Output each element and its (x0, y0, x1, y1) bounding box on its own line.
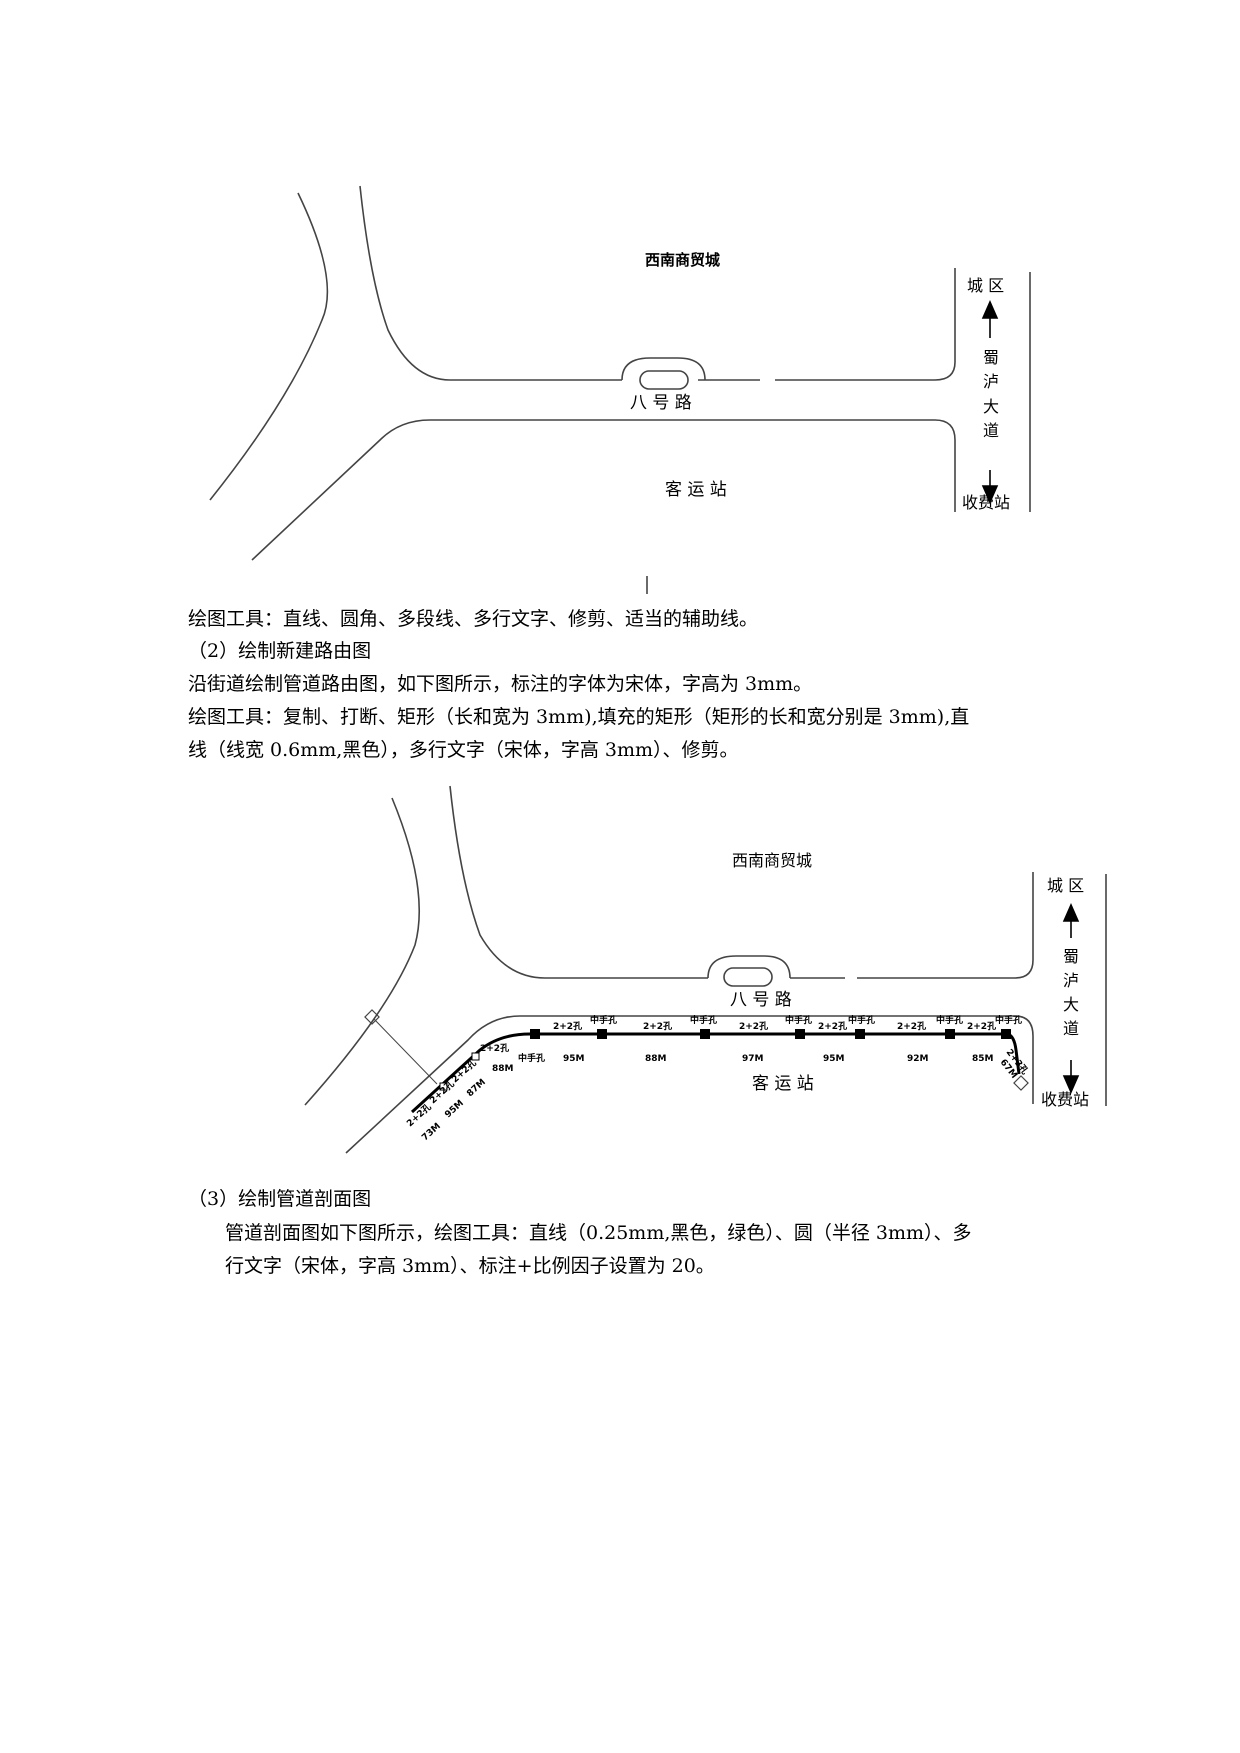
map2-avenue-char: 大 (1063, 995, 1079, 1014)
map1-city-label: 城 区 (967, 276, 1004, 295)
distance-label: 92M (907, 1054, 929, 1064)
section3-description-line2: 行文字（宋体，字高 3mm）、标注+比例因子设置为 20。 (225, 1255, 715, 1277)
section2-description: 沿街道绘制管道路由图，如下图所示，标注的字体为宋体，字高为 3mm。 (188, 673, 813, 695)
section3-description-line1: 管道剖面图如下图所示，绘图工具：直线（0.25mm,黑色，绿色）、圆（半径 3m… (225, 1222, 972, 1244)
map1-left-road-inner (359, 185, 622, 381)
manhole-marker (700, 1029, 710, 1039)
map1-avenue-char: 泸 (983, 372, 999, 391)
manhole-label: 中手孔 (518, 1052, 545, 1064)
tools1-text: 绘图工具：直线、圆角、多段线、多行文字、修剪、适当的辅助线。 (188, 608, 759, 630)
pipe-label: 2+2孔 (427, 1078, 457, 1106)
manhole-marker (530, 1029, 540, 1039)
section2-tools-line1: 绘图工具：复制、打断、矩形（长和宽为 3mm),填充的矩形（矩形的长和宽分别是 … (188, 706, 970, 728)
map2-pipe-labels: 中手孔 中手孔 中手孔 中手孔 中手孔 中手孔 中手孔 2+2孔 2+2孔 2+… (480, 1014, 1022, 1074)
pipe-label: 2+2孔 (643, 1020, 672, 1032)
pipe-label: 2+2孔 (449, 1057, 479, 1085)
map1-island-outer (621, 357, 706, 381)
map2-pipe (410, 1029, 1021, 1114)
map1-island (639, 370, 689, 390)
section3-heading: （3）绘制管道剖面图 (188, 1188, 372, 1210)
map2-end-box (1013, 1075, 1029, 1091)
distance-label: 95M (823, 1054, 845, 1064)
manhole-marker (855, 1029, 865, 1039)
manhole-marker (1001, 1029, 1011, 1039)
map2-leader-box (364, 1009, 380, 1025)
manhole-marker (945, 1029, 955, 1039)
section2-heading: （2）绘制新建路由图 (188, 640, 372, 662)
pipe-label: 2+2孔 (967, 1020, 996, 1032)
section2-tools-line2: 线（线宽 0.6mm,黑色），多行文字（宋体，字高 3mm）、修剪。 (188, 739, 739, 761)
map1-left-road-outer (209, 192, 329, 501)
pipe-label: 2+2孔 (480, 1042, 509, 1054)
map2-avenue-char: 道 (1063, 1019, 1079, 1038)
map1-avenue-char: 大 (983, 397, 999, 416)
manhole-label: 中手孔 (690, 1014, 717, 1026)
distance-label: 73M (420, 1121, 443, 1143)
map1-toll-label: 收费站 (962, 493, 1010, 512)
map2-island-outer (707, 955, 791, 979)
map2-diagonal-labels: 2+2孔 2+2孔 2+2孔 73M 95M 87M 2+3孔 67M (404, 1046, 1031, 1143)
distance-label: 95M (443, 1098, 466, 1120)
map2-left-road-outer (304, 797, 421, 1106)
map2-road-top-far (857, 872, 1034, 979)
map1-arrow-down (981, 485, 999, 504)
pipe-label: 2+2孔 (818, 1020, 847, 1032)
map1-arrows (981, 300, 999, 504)
map2-avenue-char: 泸 (1063, 971, 1079, 990)
pipe-node (471, 1052, 480, 1061)
manhole-label: 中手孔 (936, 1014, 963, 1026)
distance-label: 85M (972, 1054, 994, 1064)
map2-title: 西南商贸城 (732, 851, 812, 870)
manhole-label: 中手孔 (848, 1014, 875, 1026)
distance-label: 95M (563, 1054, 585, 1064)
map1-roads (209, 185, 1031, 594)
distance-label: 88M (645, 1054, 667, 1064)
map1-avenue-char: 道 (983, 421, 999, 440)
map2-leader-line (373, 1018, 438, 1085)
map2-arrow-up (1062, 903, 1080, 922)
map2-left-road-inner (449, 785, 708, 979)
map2-arrow-down (1062, 1075, 1080, 1094)
pipe-node (439, 1082, 448, 1091)
pipe-label: 2+2孔 (739, 1020, 768, 1032)
map1-avenue-char: 蜀 (983, 348, 999, 367)
manhole-marker (795, 1029, 805, 1039)
pipe-label: 2+2孔 (897, 1020, 926, 1032)
map1-station-label: 客 运 站 (665, 480, 727, 500)
map1-road-bottom (251, 419, 956, 561)
map2-road-label: 八 号 路 (730, 990, 792, 1010)
distance-label: 97M (742, 1054, 764, 1064)
map2-island (723, 967, 773, 987)
map2-pipe-line (410, 1032, 1021, 1114)
manhole-label: 中手孔 (785, 1014, 812, 1026)
map1-title: 西南商贸城 (645, 251, 720, 269)
manhole-label: 中手孔 (995, 1014, 1022, 1026)
manhole-label: 中手孔 (590, 1014, 617, 1026)
map1-road-top-far (775, 268, 956, 381)
distance-label: 87M (465, 1077, 488, 1099)
map2-avenue-char: 蜀 (1063, 947, 1079, 966)
manhole-marker (597, 1029, 607, 1039)
map2-city-label: 城 区 (1047, 876, 1084, 895)
map2-toll-label: 收费站 (1041, 1090, 1089, 1109)
distance-label: 88M (492, 1064, 514, 1074)
map1-arrow-up (981, 300, 999, 319)
map2-arrows (1062, 903, 1080, 1094)
map2-roads (304, 785, 1107, 1154)
map1-road-label: 八 号 路 (630, 393, 692, 413)
map2-road-bottom (345, 1015, 1034, 1154)
pipe-label: 2+2孔 (553, 1020, 582, 1032)
map2-station-label: 客 运 站 (752, 1074, 814, 1094)
